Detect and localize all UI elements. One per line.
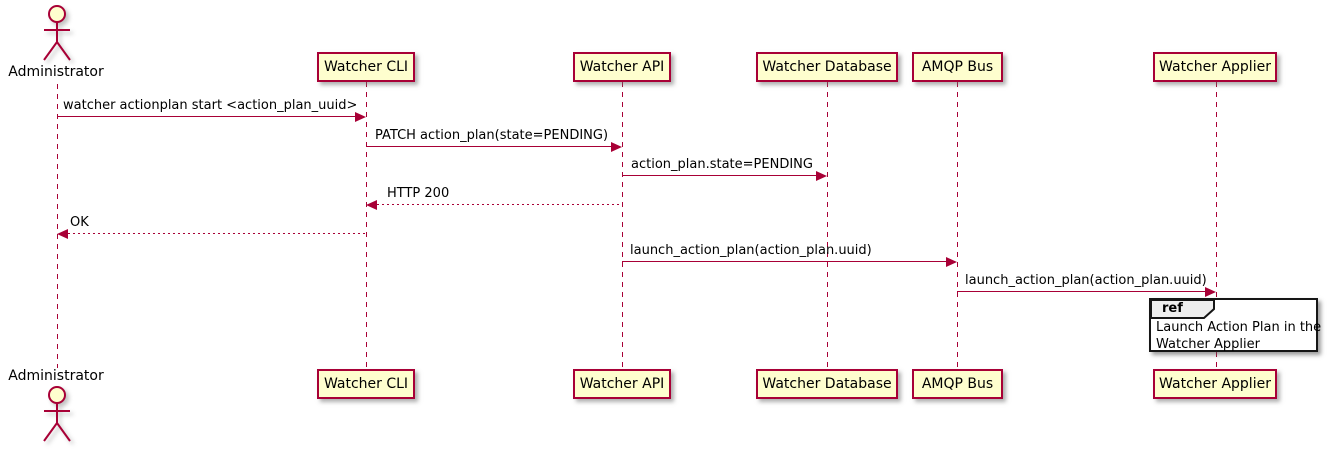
participant-box-watcher-cli-bottom: Watcher CLI	[317, 369, 415, 399]
participant-label: Watcher Applier	[1159, 376, 1271, 392]
message-label: launch_action_plan(action_plan.uuid)	[630, 243, 872, 258]
participant-label: Watcher API	[579, 376, 665, 392]
participant-label: AMQP Bus	[921, 376, 994, 392]
ref-body-line: Watcher Applier	[1156, 337, 1260, 352]
ref-body-text: Launch Action Plan in the Watcher Applie…	[1156, 319, 1321, 353]
actor-icon	[43, 5, 71, 61]
lifeline-watcher-applier	[1216, 82, 1217, 369]
arrowhead-icon	[816, 171, 827, 181]
participant-box-watcher-database-top: Watcher Database	[756, 52, 898, 82]
participant-box-amqp-bus-top: AMQP Bus	[912, 52, 1003, 82]
participant-box-watcher-applier-bottom: Watcher Applier	[1153, 369, 1277, 399]
message-label: PATCH action_plan(state=PENDING)	[375, 128, 609, 143]
lifeline-administrator	[57, 84, 58, 368]
arrowhead-icon	[57, 229, 68, 239]
message-label: HTTP 200	[387, 186, 450, 201]
participant-label: AMQP Bus	[921, 59, 994, 75]
participant-box-watcher-api-top: Watcher API	[573, 52, 671, 82]
participant-box-watcher-database-bottom: Watcher Database	[756, 369, 898, 399]
lifeline-watcher-cli	[366, 82, 367, 369]
actor-label-bottom: Administrator	[8, 368, 104, 384]
participant-box-amqp-bus-bottom: AMQP Bus	[912, 369, 1003, 399]
message-line	[622, 261, 946, 262]
lifeline-watcher-api	[622, 82, 623, 369]
message-label: watcher actionplan start <action_plan_uu…	[63, 98, 358, 113]
ref-keyword: ref	[1162, 301, 1183, 316]
participant-label: Watcher API	[579, 59, 665, 75]
participant-label: Watcher Database	[762, 376, 892, 392]
message-line	[957, 291, 1205, 292]
arrowhead-icon	[1205, 287, 1216, 297]
actor-icon	[43, 386, 71, 442]
message-label: action_plan.state=PENDING	[631, 157, 813, 172]
lifeline-amqp-bus	[957, 82, 958, 369]
message-line	[57, 116, 356, 117]
arrowhead-icon	[355, 112, 366, 122]
message-line	[68, 233, 366, 234]
message-line	[622, 175, 816, 176]
participant-label: Watcher CLI	[323, 59, 409, 75]
ref-pentagon-icon	[1150, 299, 1215, 319]
message-label: OK	[70, 215, 89, 230]
arrowhead-icon	[611, 142, 622, 152]
participant-label: Watcher Database	[762, 59, 892, 75]
arrowhead-icon	[366, 200, 377, 210]
actor-label-top: Administrator	[8, 64, 104, 80]
participant-box-watcher-api-bottom: Watcher API	[573, 369, 671, 399]
participant-box-watcher-cli-top: Watcher CLI	[317, 52, 415, 82]
participant-label: Watcher Applier	[1159, 59, 1271, 75]
ref-fragment: ref Launch Action Plan in the Watcher Ap…	[1149, 298, 1321, 353]
participant-box-watcher-applier-top: Watcher Applier	[1153, 52, 1277, 82]
message-line	[366, 146, 611, 147]
arrowhead-icon	[946, 257, 957, 267]
lifeline-watcher-database	[827, 82, 828, 369]
message-label: launch_action_plan(action_plan.uuid)	[965, 273, 1207, 288]
ref-body-line: Launch Action Plan in the	[1156, 320, 1322, 335]
participant-label: Watcher CLI	[323, 376, 409, 392]
message-line	[377, 204, 622, 205]
